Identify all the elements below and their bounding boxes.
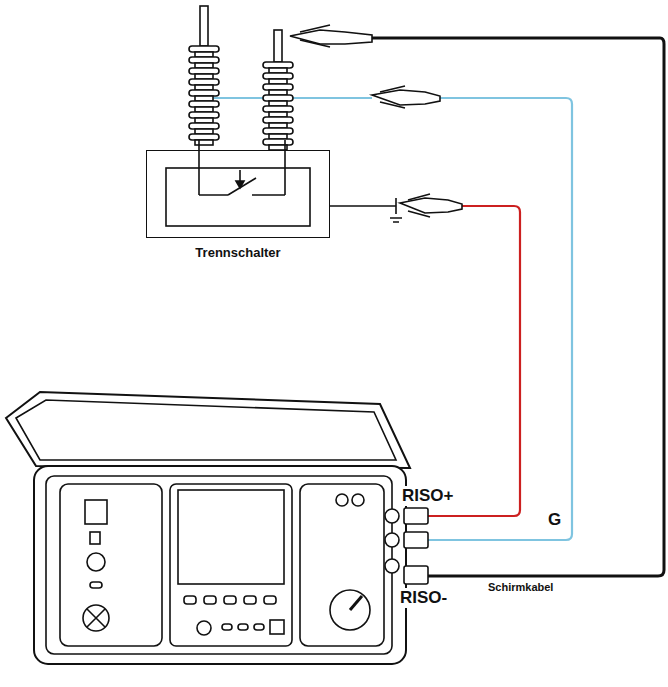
switch-housing-inner bbox=[166, 168, 310, 226]
switch-arrow bbox=[236, 181, 244, 188]
tester-button bbox=[87, 553, 105, 571]
tester-button bbox=[238, 624, 248, 630]
tester-knob-mark bbox=[87, 609, 105, 627]
tester-button bbox=[222, 624, 232, 630]
tester-left-panel bbox=[60, 484, 162, 646]
tester-right-panel bbox=[300, 484, 384, 646]
tester-button bbox=[352, 494, 364, 506]
insulator-shed bbox=[263, 128, 293, 134]
tester-lid bbox=[6, 392, 410, 468]
terminal bbox=[385, 508, 428, 584]
tester-center-panel bbox=[170, 484, 292, 646]
clip bbox=[290, 25, 462, 217]
insulator-shed bbox=[189, 90, 219, 96]
switch-housing: Trennschalter bbox=[146, 150, 330, 238]
tester-button bbox=[184, 596, 196, 604]
insulator-shed bbox=[263, 95, 293, 101]
insulator-shed bbox=[189, 46, 219, 52]
black-cable bbox=[372, 38, 664, 576]
switch-symbol bbox=[199, 170, 285, 195]
insulator-rod bbox=[274, 30, 282, 62]
insulator-shed bbox=[189, 134, 219, 140]
insulator-shed bbox=[189, 112, 219, 118]
insulator-shed bbox=[189, 101, 219, 107]
red-cable bbox=[428, 206, 520, 516]
tester-button bbox=[85, 500, 107, 524]
component-label: Trennschalter bbox=[195, 245, 280, 260]
insulator-shed bbox=[189, 123, 219, 129]
tester-lid-inner bbox=[16, 400, 396, 460]
insulator bbox=[189, 46, 219, 145]
tester-button bbox=[90, 582, 102, 588]
insulator-shed bbox=[189, 79, 219, 85]
tester-panel bbox=[46, 476, 392, 654]
tester-button bbox=[197, 621, 211, 635]
tester-button bbox=[270, 620, 284, 634]
tester-button bbox=[244, 596, 256, 604]
insulator-shed bbox=[263, 73, 293, 79]
insulator-shed bbox=[263, 117, 293, 123]
tester-body bbox=[34, 466, 406, 664]
insulator-shed bbox=[263, 84, 293, 90]
tester-dial bbox=[330, 590, 370, 630]
insulator-core bbox=[195, 140, 213, 145]
tester-dial-pointer bbox=[350, 596, 362, 610]
insulator-rod bbox=[200, 6, 208, 46]
insulator-shed bbox=[189, 68, 219, 74]
tester-button bbox=[254, 624, 264, 630]
tester-button bbox=[336, 494, 348, 506]
insulator-shed bbox=[263, 62, 293, 68]
tester-button bbox=[264, 596, 276, 604]
ground-symbol bbox=[330, 198, 402, 222]
tester-button bbox=[90, 532, 100, 544]
terminal-label: RISO- bbox=[398, 588, 449, 608]
tester-screen bbox=[178, 490, 284, 584]
insulator-shed bbox=[189, 57, 219, 63]
terminal-label: RISO+ bbox=[400, 486, 456, 506]
tester-button bbox=[204, 596, 216, 604]
tester-knob bbox=[83, 605, 109, 631]
insulator-shed bbox=[263, 139, 293, 145]
terminal-label: G bbox=[546, 510, 563, 530]
cable-label: Schirmkabel bbox=[486, 581, 555, 593]
insulator-shed bbox=[263, 106, 293, 112]
insulator bbox=[263, 62, 293, 150]
tester-button bbox=[224, 596, 236, 604]
